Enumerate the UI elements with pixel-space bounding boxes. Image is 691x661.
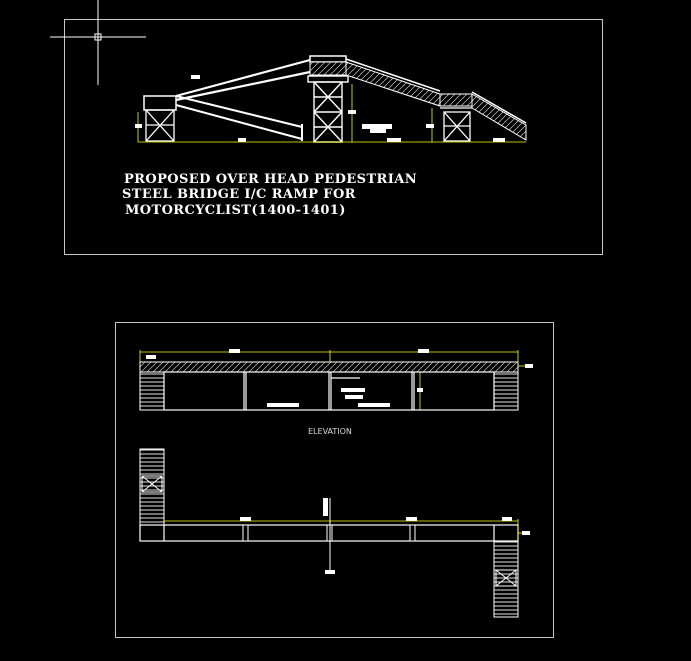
bridge-side-view <box>135 55 527 143</box>
drawing-title-line-3: MOTORCYCLIST(1400-1401) <box>125 203 346 218</box>
bottom-sheet-frame <box>115 322 554 638</box>
plan-view <box>139 448 530 618</box>
drawing-title-line-1: PROPOSED OVER HEAD PEDESTRIAN <box>124 172 417 187</box>
elevation-view <box>139 349 533 411</box>
drawing-title-line-2: STEEL BRIDGE I/C RAMP FOR <box>122 187 356 202</box>
top-sheet-frame <box>64 19 603 255</box>
elevation-label: ELEVATION <box>308 427 352 436</box>
crosshair-cursor-icon <box>50 0 146 85</box>
